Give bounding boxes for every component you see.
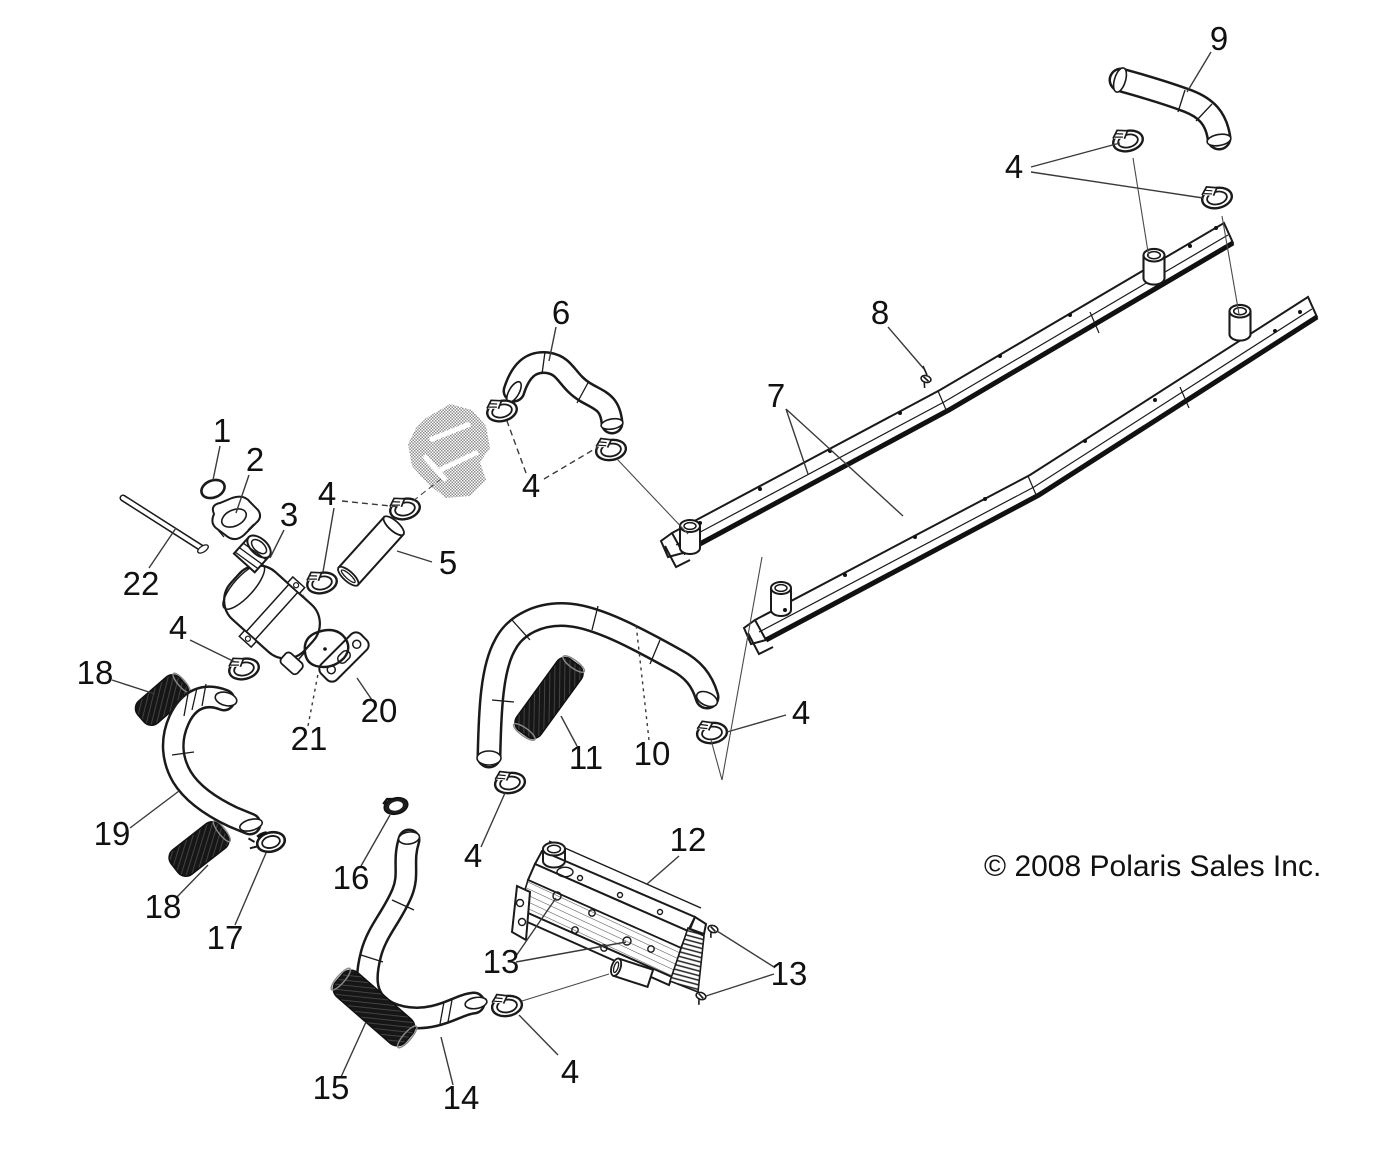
- part-11-sleeve: [512, 655, 586, 741]
- part-21-clamp-loop: [297, 628, 350, 669]
- callout-part-16: 16: [333, 859, 370, 896]
- part-9-hose: [1108, 67, 1232, 151]
- callout-part-17: 17: [207, 919, 244, 956]
- part-10-hose: [476, 602, 720, 769]
- leader-lines: [111, 51, 1240, 1086]
- callout-part-18a: 18: [77, 654, 114, 691]
- callout-part-20: 20: [361, 692, 398, 729]
- part-5-hose-straight: [337, 515, 405, 587]
- part-18-sleeves: [134, 672, 232, 878]
- callout-part-2: 2: [246, 441, 264, 478]
- callout-part-12: 12: [670, 821, 707, 858]
- callout-part-4d: 4: [169, 609, 187, 646]
- callout-part-3: 3: [280, 496, 298, 533]
- copyright-notice: © 2008 Polaris Sales Inc.: [984, 850, 1321, 883]
- callout-part-10: 10: [634, 735, 671, 772]
- callout-part-13b: 13: [771, 955, 808, 992]
- callout-part-13a: 13: [483, 943, 520, 980]
- callout-part-4c: 4: [522, 467, 540, 504]
- callout-part-7: 7: [767, 377, 785, 414]
- part-1-oring: [200, 478, 226, 500]
- callout-part-4a: 4: [1005, 148, 1023, 185]
- part-7-rails: [659, 221, 1319, 656]
- callout-part-19: 19: [94, 815, 131, 852]
- callout-part-18b: 18: [145, 888, 182, 925]
- part-8-screw: [918, 365, 933, 390]
- part-17-clamp: [247, 830, 287, 854]
- part-12-heat-exchanger: [510, 840, 708, 994]
- part-19-hose: [161, 683, 263, 836]
- callout-part-5: 5: [439, 544, 457, 581]
- part-15-sleeve: [330, 967, 418, 1049]
- part-6-hose: [502, 351, 624, 435]
- callout-labels: 9 4 6 8 7 1 2 4 3 22 5 4 18 4 20 21 11 1…: [77, 20, 1229, 1116]
- callout-part-4g: 4: [561, 1053, 579, 1090]
- part-22-rod: [119, 494, 209, 554]
- part-16-clamp: [382, 796, 409, 816]
- callout-part-21: 21: [291, 720, 328, 757]
- callout-part-4e: 4: [792, 694, 810, 731]
- callout-part-11: 11: [569, 739, 603, 776]
- callout-part-8: 8: [871, 294, 889, 331]
- callout-part-22: 22: [123, 565, 160, 602]
- callout-part-15: 15: [313, 1069, 350, 1106]
- part-4-clamps: [225, 123, 1235, 1020]
- callout-part-1: 1: [213, 412, 231, 449]
- part-2-cap: [211, 495, 262, 541]
- callout-part-6: 6: [552, 294, 570, 331]
- part-3-tank: [222, 534, 321, 676]
- callout-part-9: 9: [1210, 20, 1228, 57]
- callout-part-14: 14: [443, 1079, 480, 1116]
- callout-part-4f: 4: [464, 837, 482, 874]
- callout-part-4b: 4: [318, 475, 336, 512]
